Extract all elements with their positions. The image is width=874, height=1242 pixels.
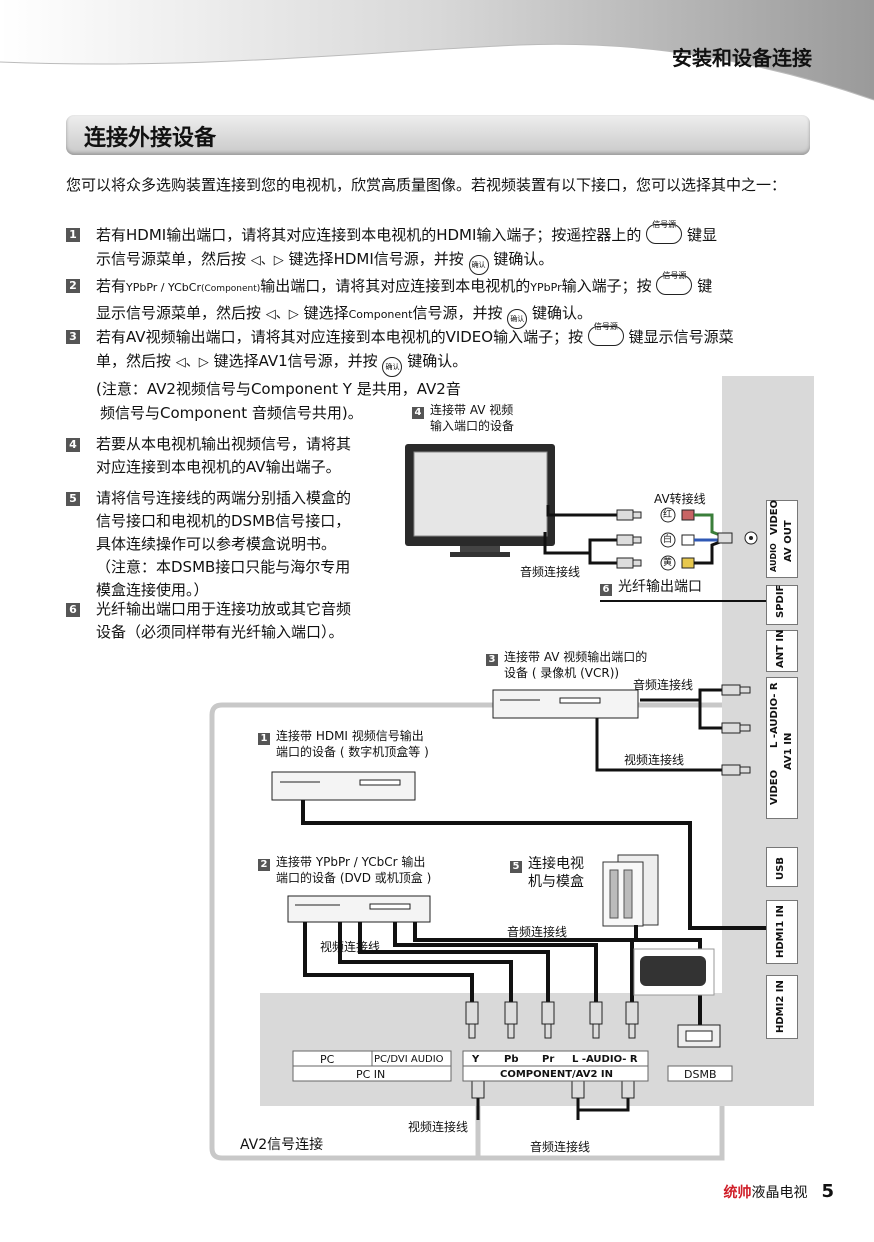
dvd-device-icon xyxy=(287,895,431,923)
item-text: 若有AV视频输出端口，请将其对应连接到本电视机的VIDEO输入端子；按 信号源 … xyxy=(96,322,734,422)
item-number: 3 xyxy=(66,330,80,344)
port-dsmb: DSMB xyxy=(684,1068,717,1081)
label-video-cable: 视频连接线 xyxy=(320,940,381,954)
port-usb xyxy=(766,847,798,887)
item-text: 光纤输出端口用于连接功放或其它音频设备（必须同样带有光纤输入端口）。 xyxy=(96,600,352,641)
source-key-icon: 信号源 xyxy=(646,220,683,244)
port-pc: PC xyxy=(320,1053,335,1066)
section-title-bar: 连接外接设备 xyxy=(66,115,810,155)
section-title: 连接外接设备 xyxy=(84,126,217,151)
port-label-audio: AUDIO xyxy=(769,543,778,572)
port-av1-in xyxy=(766,677,798,819)
source-key-icon: 信号源 xyxy=(656,271,693,295)
port-label-ant-in: ANT IN xyxy=(775,629,786,668)
label-audio-cable: 音频连接线 xyxy=(520,565,581,579)
item-number: 6 xyxy=(66,603,80,617)
note-line: 频信号与Component 音频信号共用)。 xyxy=(100,404,363,422)
page-header-title: 安装和设备连接 xyxy=(672,46,812,70)
port-label-usb: USB xyxy=(775,857,786,880)
vcr-device-icon xyxy=(492,689,639,719)
item-number: 2 xyxy=(66,279,80,293)
item-text: 若要从本电视机输出视频信号，请将其对应连接到本电视机的AV输出端子。 xyxy=(96,435,352,476)
item-number: 4 xyxy=(66,438,80,452)
page-footer: 统帅液晶电视 5 xyxy=(723,1181,834,1202)
port-label-l-audio-r: L -AUDIO- R xyxy=(769,682,780,748)
label-av2-connection: AV2信号连接 xyxy=(240,1137,324,1153)
port-pb: Pb xyxy=(504,1054,519,1065)
dsmb-module-icon xyxy=(602,854,721,1048)
list-item-1: 1 若有HDMI输出端口，请将其对应连接到本电视机的HDMI输入端子；按遥控器上… xyxy=(66,220,810,275)
item-number: 1 xyxy=(66,228,80,242)
port-pr: Pr xyxy=(542,1054,555,1065)
arrow-keys-icon: ◁、▷ xyxy=(250,253,284,268)
item-text: 请将信号连接线的两端分别插入模盒的信号接口和电视机的DSMB信号接口，具体连续操… xyxy=(96,489,352,599)
port-spdif xyxy=(766,585,798,625)
port-hdmi1 xyxy=(766,900,798,964)
port-label-hdmi1: HDMI1 IN xyxy=(775,905,786,958)
label-av-adapter-cable: AV转接线 xyxy=(654,492,706,506)
item-text: 若有HDMI输出端口，请将其对应连接到本电视机的HDMI输入端子；按遥控器上的 … xyxy=(96,220,717,275)
label-video-cable: 视频连接线 xyxy=(624,753,685,767)
item-text: 若有YPbPr / YCbCr(Component)输出端口，请将其对应连接到本… xyxy=(96,271,712,329)
port-ant-in xyxy=(766,630,798,672)
color-white-label: 白 xyxy=(663,535,673,545)
port-label-video: VIDEO xyxy=(769,499,780,535)
tv-monitor-icon xyxy=(405,444,555,557)
color-red-label: 红 xyxy=(663,510,673,520)
label-video-cable: 视频连接线 xyxy=(408,1120,469,1134)
color-yellow-label: 黄 xyxy=(663,558,673,568)
port-pc-in: PC IN xyxy=(356,1068,386,1081)
port-label-hdmi2: HDMI2 IN xyxy=(775,980,786,1033)
arrow-keys-icon: ◁、▷ xyxy=(265,307,299,322)
intro-paragraph: 您可以将众多选购装置连接到您的电视机，欣赏高质量图像。若视频装置有以下接口，您可… xyxy=(66,176,787,194)
list-item-4: 4 若要从本电视机输出视频信号，请将其对应连接到本电视机的AV输出端子。 xyxy=(66,433,386,483)
av2-loop-outline xyxy=(209,702,725,1161)
port-y: Y xyxy=(472,1054,480,1065)
list-item-5: 5 请将信号连接线的两端分别插入模盒的信号接口和电视机的DSMB信号接口，具体连… xyxy=(66,487,386,607)
list-item-3: 3 若有AV视频输出端口，请将其对应连接到本电视机的VIDEO输入端子；按 信号… xyxy=(66,322,810,425)
label-audio-cable: 音频连接线 xyxy=(507,925,568,939)
port-label-av-out: AV OUT xyxy=(783,520,794,562)
brand-name: 统帅 xyxy=(723,1185,752,1201)
ok-key-icon: 确认 xyxy=(468,255,489,275)
tv-bottom-panel xyxy=(260,993,814,1106)
port-hdmi2 xyxy=(766,975,798,1039)
ok-key-icon: 确认 xyxy=(507,309,528,329)
header-swoosh xyxy=(0,0,874,101)
list-item-6: 6 光纤输出端口用于连接功放或其它音频设备（必须同样带有光纤输入端口）。 xyxy=(66,598,386,648)
list-item-2: 2 若有YPbPr / YCbCr(Component)输出端口，请将其对应连接… xyxy=(66,271,810,329)
port-pc-dvi-audio: PC/DVI AUDIO xyxy=(374,1054,444,1065)
set-top-box-icon xyxy=(271,771,416,801)
label-audio-cable: 音频连接线 xyxy=(530,1140,591,1154)
port-label-video: VIDEO xyxy=(769,769,780,805)
note-line: (注意：AV2视频信号与Component Y 是共用，AV2音 xyxy=(96,380,461,398)
port-label-spdif: SPDIF xyxy=(775,584,786,618)
source-key-icon: 信号源 xyxy=(587,322,624,346)
port-l-audio-r: L -AUDIO- R xyxy=(572,1054,638,1065)
port-av-out xyxy=(766,500,798,578)
port-label-av1-in: AV1 IN xyxy=(783,732,794,770)
item-number: 5 xyxy=(66,492,80,506)
page-number: 5 xyxy=(821,1181,834,1202)
arrow-keys-icon: ◁、▷ xyxy=(175,355,209,370)
product-name: 液晶电视 xyxy=(751,1185,808,1201)
port-component-av2-in: COMPONENT/AV2 IN xyxy=(500,1069,613,1080)
label-audio-cable: 音频连接线 xyxy=(633,678,694,692)
